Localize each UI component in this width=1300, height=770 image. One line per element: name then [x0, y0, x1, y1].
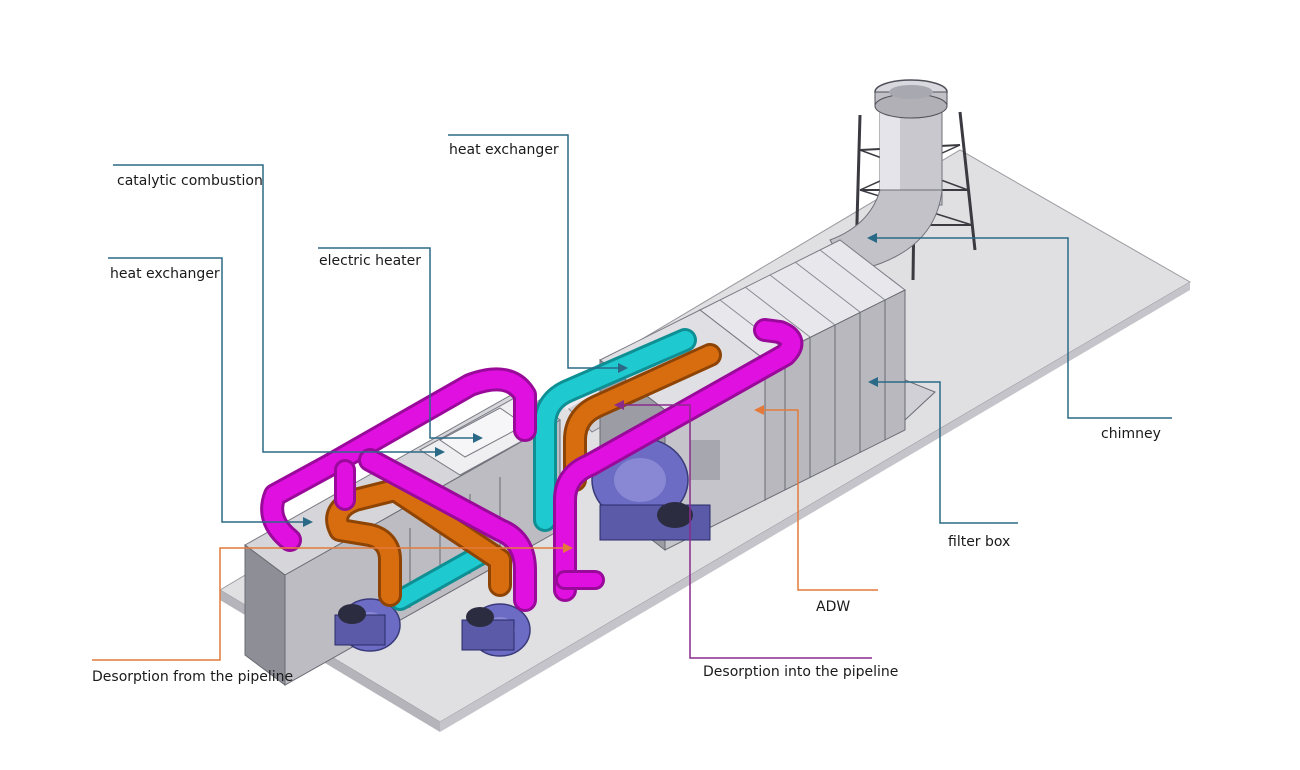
arrowhead-desorption-from: [563, 543, 573, 553]
arrowhead-electric-heater: [473, 433, 483, 443]
arrowhead-heat-exchanger-left: [303, 517, 313, 527]
fan-small-left: [334, 598, 401, 652]
leader-heat-exchanger-left: [108, 257, 305, 523]
leader-filter-box: [876, 381, 1018, 524]
arrowhead-desorption-into: [614, 400, 624, 410]
leader-electric-heater: [318, 247, 475, 439]
leader-desorption-into: [622, 404, 872, 659]
magenta-pipes: [260, 318, 804, 612]
arrowhead-catalytic-combustion: [435, 447, 445, 457]
label-desorption-into: Desorption into the pipeline: [703, 664, 898, 680]
chimney: [829, 79, 977, 281]
arrowhead-chimney: [867, 233, 877, 243]
label-filter-box: filter box: [948, 534, 1010, 550]
arrowhead-adw: [754, 405, 764, 415]
label-adw: ADW: [816, 599, 850, 615]
leader-adw: [762, 409, 878, 591]
leader-arrowheads: [303, 233, 878, 553]
leader-chimney: [875, 237, 1172, 419]
arrowhead-heat-exchanger-top: [618, 363, 628, 373]
label-electric-heater: electric heater: [319, 253, 421, 269]
fan-small-right: [461, 603, 531, 657]
leader-heat-exchanger-top: [448, 134, 620, 369]
leader-desorption-from: [92, 547, 565, 661]
leader-catalytic-combustion: [113, 164, 437, 453]
label-heat-exchanger-left: heat exchanger: [110, 266, 220, 282]
label-chimney: chimney: [1101, 426, 1161, 442]
label-catalytic-combustion: catalytic combustion: [117, 173, 263, 189]
callout-labels: heat exchanger catalytic combustion elec…: [92, 142, 1161, 685]
cyan-pipes: [389, 328, 697, 611]
label-desorption-from: Desorption from the pipeline: [92, 669, 293, 685]
label-heat-exchanger-top: heat exchanger: [449, 142, 559, 158]
arrowhead-filter-box: [868, 377, 878, 387]
leader-lines: [92, 134, 1172, 661]
